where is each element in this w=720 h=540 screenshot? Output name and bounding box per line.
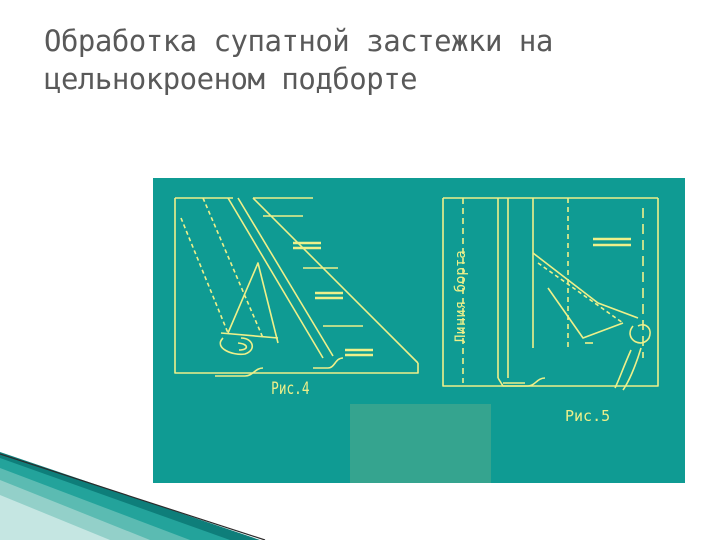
figure-5-side-label: Линия борта [453,250,469,343]
slide-title: Обработка супатной застежки на цельнокро… [44,24,553,96]
figure-5-drawing [442,197,659,391]
corner-swoosh-decoration [0,452,266,540]
figure-4-drawing [174,197,419,377]
figure-5-caption: Рис.5 [565,407,610,425]
figure-4-caption: Рис.4 [271,378,309,398]
overlay-box [350,404,491,483]
technical-drawing: Рис.4 [153,178,685,483]
